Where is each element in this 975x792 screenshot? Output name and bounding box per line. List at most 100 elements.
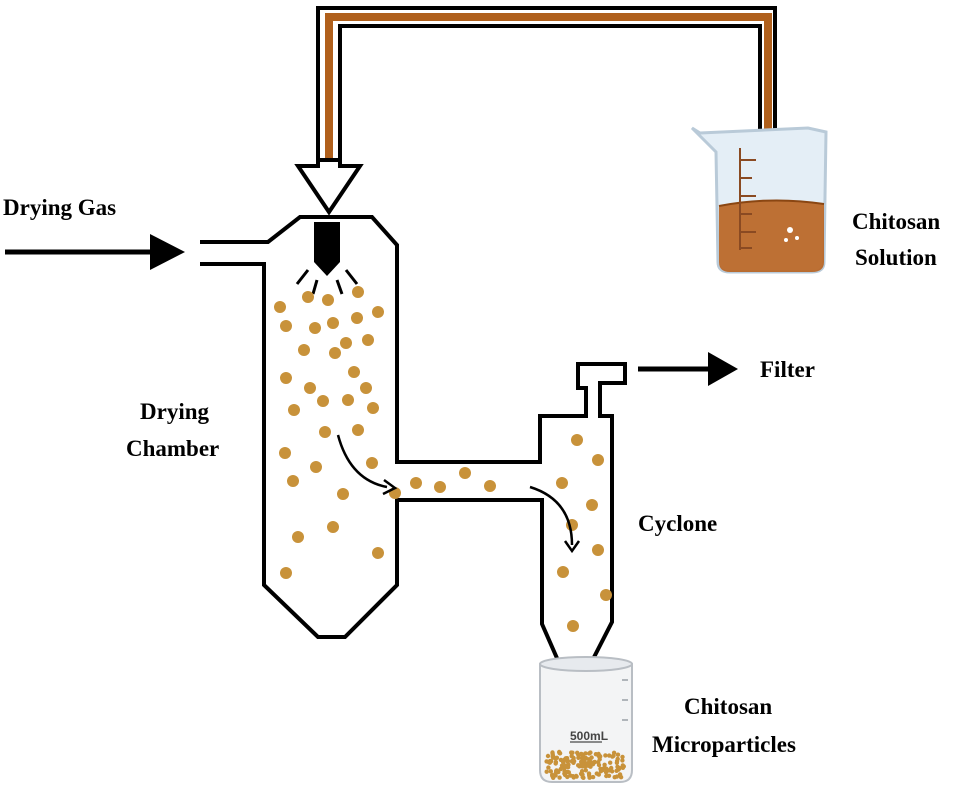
particle (586, 499, 598, 511)
collected-particle (576, 755, 581, 760)
particle (322, 294, 334, 306)
collected-particle (609, 769, 615, 774)
particle (304, 382, 316, 394)
collected-particle (620, 765, 626, 770)
particle (360, 382, 372, 394)
filter-arrow-icon (638, 352, 738, 386)
particle (329, 347, 341, 359)
collected-particle (557, 775, 562, 780)
drying-chamber-label-line2: Chamber (126, 436, 219, 461)
particle (352, 424, 364, 436)
collected-particle (579, 769, 585, 774)
particle (410, 477, 422, 489)
particle (287, 475, 299, 487)
drying-gas-label: Drying Gas (3, 195, 116, 220)
particle (280, 567, 292, 579)
drying-chamber (200, 215, 627, 667)
collected-particle (611, 750, 617, 755)
collected-particle (557, 749, 562, 755)
collected-particle (579, 759, 584, 764)
collected-particle (550, 753, 556, 758)
particle (279, 447, 291, 459)
particle (288, 404, 300, 416)
particle (337, 488, 349, 500)
flow-arrowhead-1 (382, 478, 398, 496)
collected-particle (545, 753, 551, 759)
collected-particle (617, 772, 623, 777)
particle (292, 531, 304, 543)
particle (327, 317, 339, 329)
collected-particle (558, 766, 563, 772)
collected-particle (608, 760, 613, 765)
particle (600, 589, 612, 601)
particle (592, 454, 604, 466)
collected-particle (620, 758, 625, 763)
particle (372, 547, 384, 559)
collected-particle (602, 762, 607, 767)
chitosan-solution-label-line1: Chitosan (852, 209, 940, 234)
collected-particle (592, 759, 597, 765)
beaker-volume-label: 500mL (570, 729, 608, 743)
collected-particle (576, 763, 581, 768)
collected-particle (570, 750, 575, 755)
collected-particle (580, 753, 586, 759)
particle (484, 480, 496, 492)
particle (280, 320, 292, 332)
collected-particle (609, 765, 614, 771)
particle (434, 481, 446, 493)
collected-particle (615, 752, 621, 757)
collected-particle (546, 765, 551, 770)
particle (352, 286, 364, 298)
particle (348, 366, 360, 378)
collected-particle (583, 768, 588, 773)
collected-particle (571, 775, 576, 780)
particle (367, 402, 379, 414)
collected-particle (610, 754, 615, 759)
particle (309, 322, 321, 334)
particle (302, 291, 314, 303)
filter-label: Filter (760, 357, 815, 382)
particle (280, 372, 292, 384)
microparticles-label-line1: Chitosan (684, 694, 772, 719)
collected-particle (563, 756, 568, 761)
drying-gas-arrow-icon (5, 234, 185, 270)
collected-particle (569, 753, 574, 759)
collected-particle (582, 757, 587, 763)
collected-particle (548, 769, 553, 774)
feed-arrow-icon (294, 158, 364, 216)
collected-particle (550, 772, 555, 778)
collected-particle (614, 768, 619, 773)
particle (366, 457, 378, 469)
particle (571, 434, 583, 446)
microparticles-label-line2: Microparticles (652, 732, 796, 757)
collected-particle (554, 755, 560, 760)
collected-particle (547, 758, 553, 764)
collected-particle (617, 765, 622, 771)
collected-particle (620, 754, 625, 760)
collected-particle (570, 758, 575, 763)
flow-arrows (336, 434, 574, 546)
collected-particle (598, 754, 603, 759)
particle (556, 477, 568, 489)
particle (342, 394, 354, 406)
collected-particle (589, 755, 594, 760)
collected-particle (594, 771, 599, 776)
particle (351, 312, 363, 324)
particle (298, 344, 310, 356)
chitosan-solution-label-line2: Solution (855, 245, 937, 270)
collected-particle (601, 766, 606, 771)
collected-particle (563, 763, 568, 768)
collected-particle (587, 751, 592, 756)
particle (274, 301, 286, 313)
particle (592, 544, 604, 556)
cyclone-label: Cyclone (638, 511, 717, 536)
collected-particle (553, 773, 558, 778)
collected-particle (553, 759, 559, 765)
particle (372, 306, 384, 318)
particle (310, 461, 322, 473)
particle (319, 426, 331, 438)
collected-particle (614, 758, 620, 764)
particle (362, 334, 374, 346)
